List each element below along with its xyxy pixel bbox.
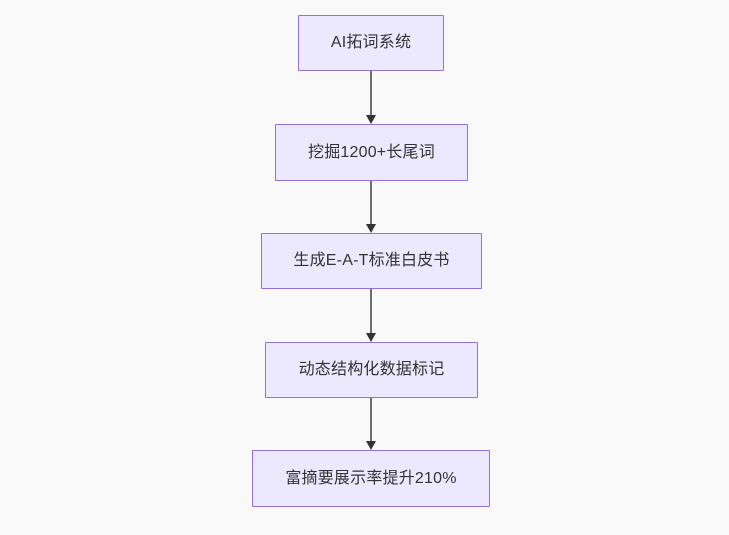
arrowhead-down-icon	[366, 333, 376, 342]
flowchart-node-rich-snippet-rate-increase[interactable]: 富摘要展示率提升210%	[252, 450, 490, 507]
arrowhead-down-icon	[366, 224, 376, 233]
edge-line	[370, 289, 372, 333]
node-label: 富摘要展示率提升210%	[285, 469, 457, 487]
flowchart-node-generate-eat-whitepaper[interactable]: 生成E-A-T标准白皮书	[261, 233, 482, 289]
flowchart-node-mine-longtail-keywords[interactable]: 挖掘1200+长尾词	[275, 124, 468, 181]
flowchart-node-dynamic-structured-data-markup[interactable]: 动态结构化数据标记	[265, 342, 478, 398]
node-label: AI拓词系统	[330, 34, 412, 52]
arrowhead-down-icon	[366, 441, 376, 450]
edge-line	[370, 398, 372, 441]
node-label: 动态结构化数据标记	[298, 361, 445, 379]
edge-line	[370, 71, 372, 115]
flowchart-node-ai-keyword-system[interactable]: AI拓词系统	[298, 15, 444, 71]
edge-line	[370, 181, 372, 224]
node-label: 挖掘1200+长尾词	[308, 143, 435, 161]
arrowhead-down-icon	[366, 115, 376, 124]
node-label: 生成E-A-T标准白皮书	[293, 252, 450, 270]
